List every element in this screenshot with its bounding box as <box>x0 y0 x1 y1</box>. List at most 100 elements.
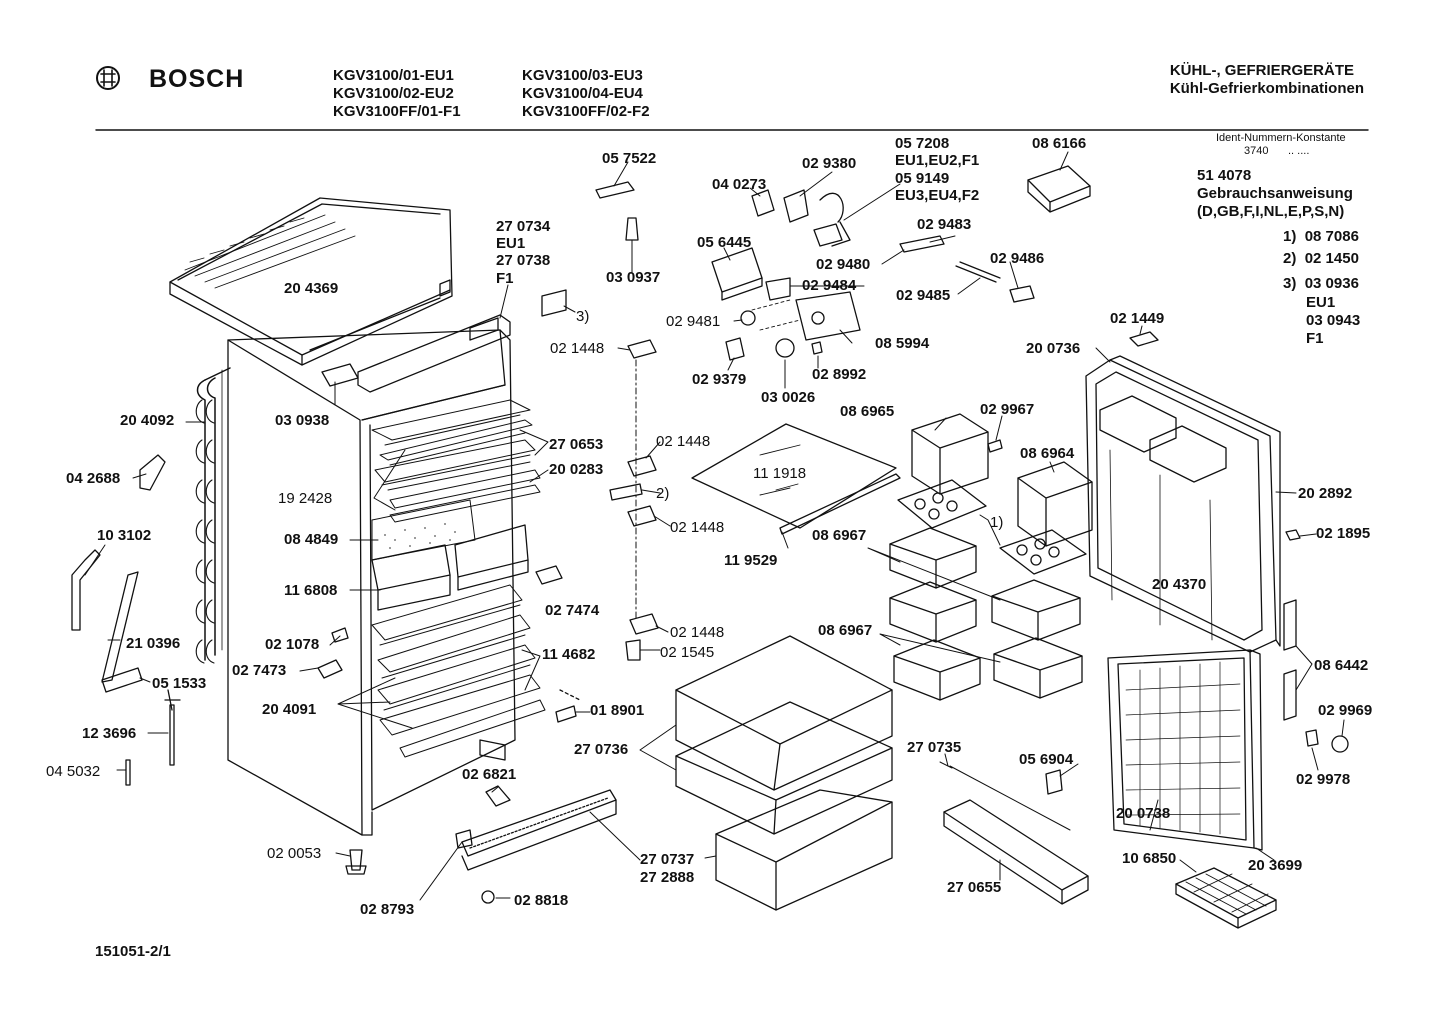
manual-number: 51 4078 <box>1197 167 1252 184</box>
part-label: 20 4369 <box>284 280 339 297</box>
part-086166 <box>1027 165 1091 203</box>
part-label: 27 0737 <box>640 851 695 868</box>
model-code: KGV3100/01-EU1 <box>333 67 454 84</box>
evaporator-cover <box>371 544 451 591</box>
note-value: 08 7086 <box>1304 228 1359 245</box>
bolt-018901 <box>555 705 577 723</box>
upper-wire-shelves <box>371 399 541 523</box>
cabinet-body <box>227 329 516 836</box>
part-label: 02 1448 <box>550 340 605 357</box>
part-label: 27 0735 <box>907 739 962 756</box>
part-label: 20 0738 <box>1116 805 1171 822</box>
hinge-021448-a <box>627 339 657 359</box>
screw-021895 <box>1285 529 1301 541</box>
part-label: 03 0026 <box>761 389 816 406</box>
glass-shelf <box>371 499 476 561</box>
part-label: 02 9484 <box>802 277 857 294</box>
part-label: 02 9481 <box>666 313 721 330</box>
part-057522 <box>595 181 635 199</box>
part-label: 27 0653 <box>549 436 604 453</box>
part-029486 <box>1009 285 1035 303</box>
cap-028818 <box>481 890 495 904</box>
part-label: 10 3102 <box>97 527 152 544</box>
part-label: 08 6967 <box>812 527 867 544</box>
part-label: 01 8901 <box>590 702 645 719</box>
ident-value: 3740 <box>1244 145 1269 157</box>
part-label: 20 0736 <box>1026 340 1081 357</box>
part-label: 08 6965 <box>840 403 895 420</box>
part-label: 05 9149 <box>895 170 950 187</box>
part-label: 02 9380 <box>802 155 857 172</box>
model-code: KGV3100FF/02-F2 <box>522 103 650 120</box>
part-label: 02 7473 <box>232 662 287 679</box>
part-056904 <box>1045 769 1063 795</box>
lamp-cover-056445 <box>711 247 763 293</box>
part-label: 02 9480 <box>816 256 871 273</box>
leader-lines <box>84 151 1345 901</box>
note-value: 03 0936 <box>1304 275 1359 292</box>
category-line1: KÜHL-, GEFRIERGERÄTE <box>1169 62 1354 79</box>
thermostat-085994 <box>795 291 861 341</box>
glass-shelf-111918 <box>691 423 901 535</box>
hinge-bracket-top <box>321 363 359 387</box>
part-label: 20 4092 <box>120 412 175 429</box>
screw-029978 <box>1305 729 1319 747</box>
part-label: 05 6904 <box>1019 751 1074 768</box>
part-label: 02 9485 <box>896 287 951 304</box>
part-label: 20 2892 <box>1298 485 1353 502</box>
lower-wire-shelves <box>371 584 546 758</box>
part-label: 02 0053 <box>267 845 322 862</box>
part-030943-label <box>541 289 567 317</box>
part-029485 <box>955 261 1001 283</box>
knob-030026 <box>775 338 795 358</box>
part-label: 02 1448 <box>656 433 711 450</box>
pin-045032 <box>125 759 131 786</box>
part-label: 02 9978 <box>1296 771 1351 788</box>
part-028992 <box>811 341 823 355</box>
manual-languages: (D,GB,F,I,NL,E,P,S,N) <box>1197 203 1345 220</box>
part-label: 05 7208 <box>895 135 950 152</box>
note-2: 2) 02 1450 <box>1283 251 1359 266</box>
top-cover <box>169 197 453 366</box>
note-3-details: EU1 03 0943 F1 <box>1306 294 1360 348</box>
cap-028793 <box>455 829 473 849</box>
model-code: KGV3100/04-EU4 <box>522 85 643 102</box>
part-label: 27 0738 <box>496 252 551 269</box>
category-line2: Kühl-Gefrierkombinationen <box>1169 80 1364 97</box>
part-label: 03 0938 <box>275 412 330 429</box>
part-label: 05 7522 <box>602 150 657 167</box>
part-021449 <box>1129 331 1159 347</box>
part-label: 27 2888 <box>640 869 695 886</box>
part-label: 08 6967 <box>818 622 873 639</box>
upper-door-inner <box>1085 355 1281 653</box>
part-label: 11 9529 <box>724 552 778 569</box>
model-list-col2: KGV3100/03-EU3 KGV3100/04-EU4 KGV3100FF/… <box>522 67 650 121</box>
hinge-part-042688 <box>139 454 166 491</box>
note-3-line: 03 0943 <box>1306 312 1361 329</box>
part-label: EU3,EU4,F2 <box>895 187 980 204</box>
part-029380 <box>783 189 809 223</box>
part-label: 02 9483 <box>917 216 972 233</box>
drawing-number: 151051-2/1 <box>95 943 171 960</box>
clip-027473 <box>317 659 343 679</box>
part-label: 08 6964 <box>1020 445 1075 462</box>
hinge-021448-b <box>627 455 657 477</box>
side-strip-210396 <box>101 571 139 683</box>
part-label: 19 2428 <box>278 490 333 507</box>
part-label: 11 6808 <box>284 582 338 599</box>
part-label: 02 1449 <box>1110 310 1165 327</box>
crisper-drawers <box>675 635 893 911</box>
part-label: 27 0734 <box>496 218 551 235</box>
part-label: 08 6442 <box>1314 657 1369 674</box>
part-029481 <box>740 310 756 326</box>
part-label: 12 3696 <box>82 725 137 742</box>
part-label: F1 <box>496 270 514 287</box>
part-label: 02 1078 <box>265 636 320 653</box>
note-mark: 2) <box>1283 250 1297 267</box>
part-label: 03 0937 <box>606 269 661 286</box>
note-1: 1) 08 7086 <box>1283 229 1359 244</box>
part-label: 3) <box>576 308 590 325</box>
part-030937 <box>625 217 639 241</box>
model-list-col1: KGV3100/01-EU1 KGV3100/02-EU2 KGV3100FF/… <box>333 67 461 121</box>
